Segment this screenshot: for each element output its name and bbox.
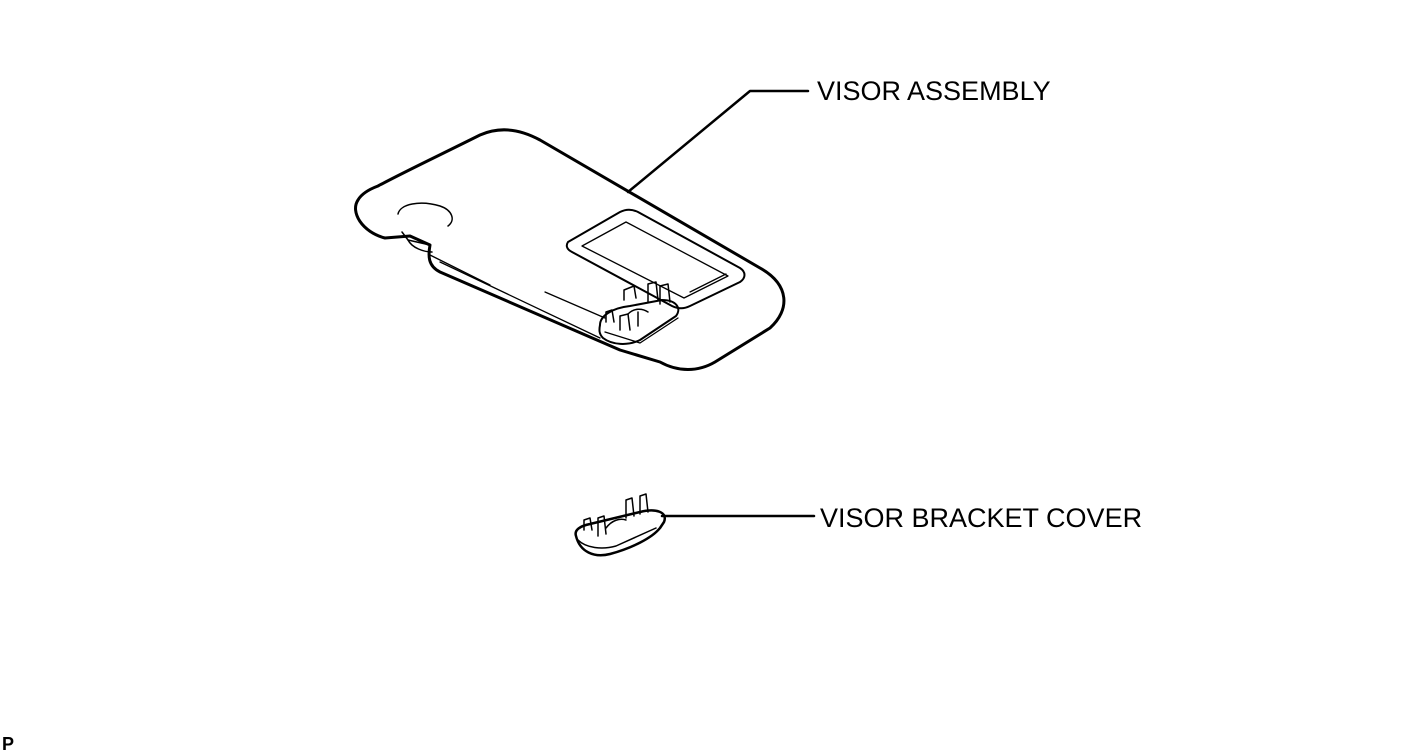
visor-assembly-drawing bbox=[354, 128, 786, 371]
callout-visor-assembly: VISOR ASSEMBLY bbox=[817, 76, 1051, 106]
visor-bracket-cover-drawing bbox=[574, 493, 666, 557]
callout-visor-bracket-cover: VISOR BRACKET COVER bbox=[820, 503, 1143, 533]
corner-mark: P bbox=[2, 734, 15, 754]
leader-line-visor-assembly bbox=[626, 89, 810, 194]
